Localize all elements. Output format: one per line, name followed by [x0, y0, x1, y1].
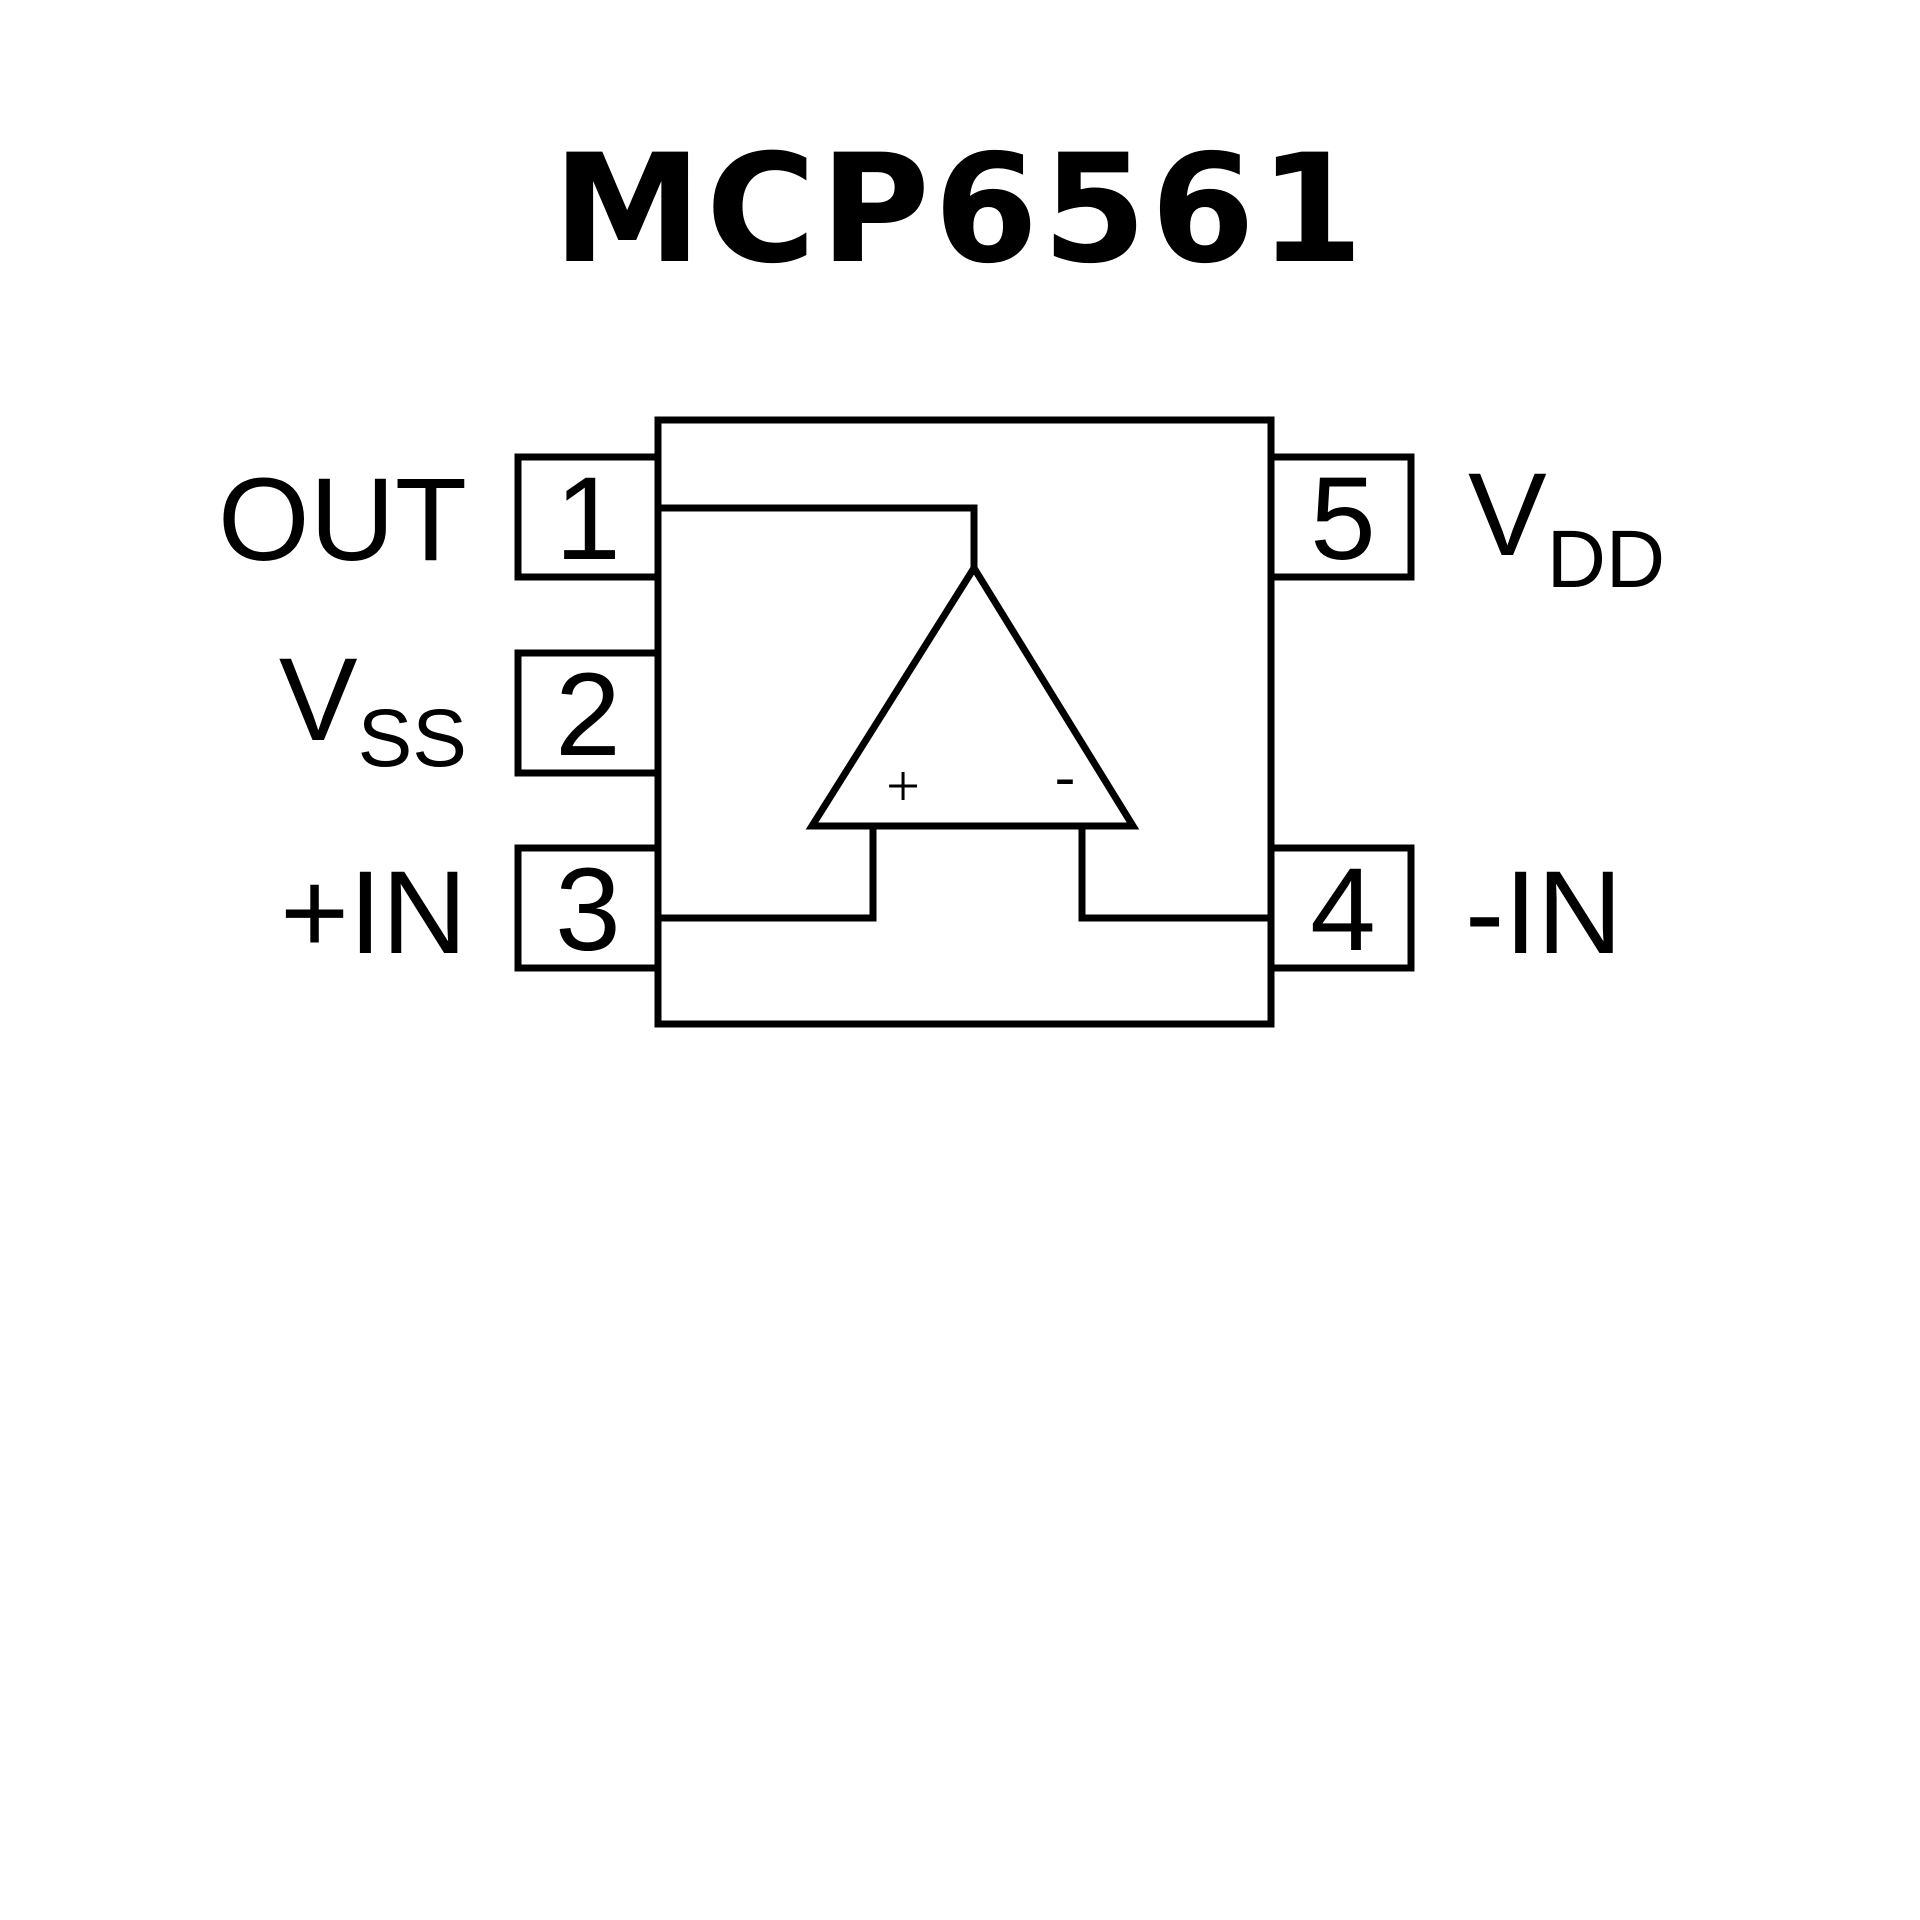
pin-2-box — [514, 649, 662, 777]
noninverting-input-wire — [660, 826, 877, 922]
pin-2-label-main: V — [279, 634, 358, 766]
pin-1-number: 1 — [555, 453, 621, 585]
inverting-input-wire — [1078, 826, 1269, 922]
pin-3-number: 3 — [555, 844, 621, 976]
pin-3-label: +IN — [280, 847, 467, 979]
pin-2-label: VSS — [279, 634, 467, 784]
pin-2: 2 — [514, 649, 662, 781]
opamp-triangle — [805, 561, 1140, 830]
pin-1-label: OUT — [218, 454, 467, 586]
output-wire — [660, 504, 978, 568]
pin-5-number: 5 — [1310, 453, 1376, 585]
pin-5-label-sub: DD — [1547, 514, 1665, 605]
pin-5-box — [1267, 453, 1415, 581]
pin-1: 1 — [514, 453, 662, 585]
pin-2-number: 2 — [555, 649, 621, 781]
pin-3-box — [514, 844, 662, 972]
opamp-plus-sign: + — [886, 753, 920, 819]
pin-4-box — [1267, 844, 1415, 972]
diagram-title: MCP6561 — [552, 123, 1368, 297]
pin-5-label: VDD — [1468, 449, 1665, 605]
pin-5: 5 — [1267, 453, 1415, 585]
pin-1-box — [514, 453, 662, 581]
pin-3: 3 — [514, 844, 662, 976]
pin-4: 4 — [1267, 844, 1415, 976]
pin-4-number: 4 — [1310, 844, 1376, 976]
pin-2-label-sub: SS — [358, 693, 467, 784]
pin-4-label: -IN — [1465, 847, 1622, 979]
opamp-minus-sign: - — [1055, 743, 1075, 809]
pin-5-label-main: V — [1468, 449, 1547, 581]
